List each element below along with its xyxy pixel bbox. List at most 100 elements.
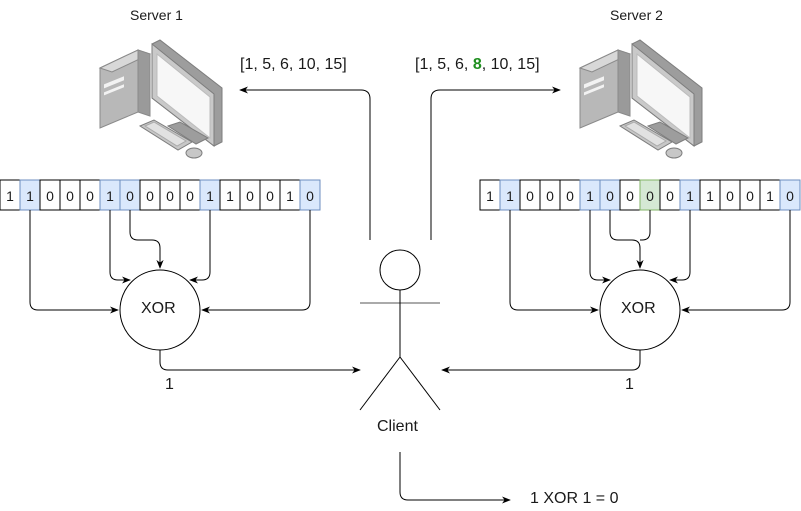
bit-value: 0: [246, 188, 254, 204]
bit-cell-selected: 1: [19, 179, 41, 211]
server-1-connector: [29, 210, 119, 314]
bit-value: 1: [506, 188, 514, 204]
bit-value: 1: [226, 188, 234, 204]
server-1-xor-gate: [119, 269, 201, 351]
bit-value: 0: [266, 188, 274, 204]
bit-cell-selected: 1: [679, 179, 701, 211]
bit-value: 0: [126, 188, 134, 204]
server-2-output-arrow: [441, 350, 641, 374]
server-2-result: 1: [625, 376, 634, 393]
bit-cell: 1: [699, 179, 721, 211]
bit-value: 0: [146, 188, 154, 204]
server-1-output-arrow: [159, 350, 361, 374]
bit-value: 0: [166, 188, 174, 204]
final-result-text: 1 XOR 1 = 0: [530, 490, 619, 507]
bit-cell: 0: [39, 179, 61, 211]
bit-value: 0: [306, 188, 314, 204]
bit-value: 1: [286, 188, 294, 204]
bit-value: 0: [566, 188, 574, 204]
server-2-xor-gate: [599, 269, 681, 351]
bit-cell-selected: 1: [99, 179, 121, 211]
server-2-xor-label: XOR: [621, 300, 656, 317]
bit-value: 0: [66, 188, 74, 204]
bit-value: 1: [706, 188, 714, 204]
bit-value: 0: [606, 188, 614, 204]
bit-value: 0: [746, 188, 754, 204]
added-index-highlight: 8: [472, 56, 482, 73]
bit-value: 0: [546, 188, 554, 204]
bit-cell: 0: [719, 179, 741, 211]
bit-value: 0: [786, 188, 794, 204]
bit-value: 0: [626, 188, 634, 204]
bit-value: 1: [586, 188, 594, 204]
server-1-connector: [129, 210, 164, 269]
query-arrow-to-server-1: [239, 86, 371, 240]
server-2-connector: [609, 210, 644, 269]
server-1-connector: [109, 210, 131, 284]
bit-cell: 0: [179, 179, 201, 211]
bit-cell: 0: [159, 179, 181, 211]
bit-cell: 0: [659, 179, 681, 211]
bit-cell: 1: [0, 179, 21, 211]
query-arrow-to-server-2: [430, 86, 561, 240]
server-1-title: Server 1: [130, 7, 183, 23]
bit-value: 1: [686, 188, 694, 204]
bit-cell: 0: [739, 179, 761, 211]
bit-value: 0: [646, 188, 654, 204]
bit-value: 1: [206, 188, 214, 204]
bit-cell: 0: [539, 179, 561, 211]
bit-cell-selected: 0: [299, 179, 321, 211]
server-2-title: Server 2: [610, 7, 663, 23]
server-1-computer-icon: [99, 39, 223, 159]
bit-cell: 0: [619, 179, 641, 211]
server-2-connector-extra: [640, 210, 651, 241]
server-1-connector: [201, 210, 311, 314]
server-2-connector: [681, 210, 791, 314]
query-index-text: [1, 5, 6,: [415, 56, 473, 73]
bit-cell: 0: [519, 179, 541, 211]
bit-cell-added: 0: [639, 179, 661, 211]
bit-cell: 1: [219, 179, 241, 211]
server-2-connector: [669, 210, 691, 284]
bit-cell: 1: [759, 179, 781, 211]
server-2-computer-icon: [579, 39, 703, 159]
bit-cell: 1: [479, 179, 501, 211]
bit-value: 0: [186, 188, 194, 204]
bit-value: 1: [6, 188, 14, 204]
query-index-text: , 10, 15]: [481, 56, 540, 73]
query-index-text: [1, 5, 6, 10, 15]: [240, 56, 347, 73]
server-1-xor-label: XOR: [141, 300, 176, 317]
bit-value: 1: [106, 188, 114, 204]
client-actor-icon: [359, 249, 441, 411]
server-1-connector: [189, 210, 211, 284]
bit-cell-selected: 0: [119, 179, 141, 211]
server-1-query-indices: [1, 5, 6, 10, 15]: [240, 56, 347, 74]
server-2-query-indices: [1, 5, 6, 8, 10, 15]: [415, 56, 540, 74]
bit-cell: 0: [559, 179, 581, 211]
server-1-result: 1: [165, 376, 174, 393]
client-label: Client: [377, 418, 418, 435]
bit-cell: 0: [59, 179, 81, 211]
final-result-arrow: [399, 452, 511, 504]
bit-value: 0: [726, 188, 734, 204]
bit-cell: 1: [279, 179, 301, 211]
bit-value: 0: [526, 188, 534, 204]
server-2-connector: [509, 210, 599, 314]
bit-value: 0: [86, 188, 94, 204]
bit-cell: 0: [139, 179, 161, 211]
bit-cell: 0: [239, 179, 261, 211]
bit-value: 0: [666, 188, 674, 204]
bit-cell-selected: 0: [779, 179, 801, 211]
bit-value: 0: [46, 188, 54, 204]
bit-value: 1: [766, 188, 774, 204]
server-2-connector: [589, 210, 611, 284]
bit-cell-selected: 1: [199, 179, 221, 211]
bit-value: 1: [486, 188, 494, 204]
bit-cell-selected: 0: [599, 179, 621, 211]
bit-cell: 0: [259, 179, 281, 211]
bit-cell: 0: [79, 179, 101, 211]
bit-cell-selected: 1: [499, 179, 521, 211]
